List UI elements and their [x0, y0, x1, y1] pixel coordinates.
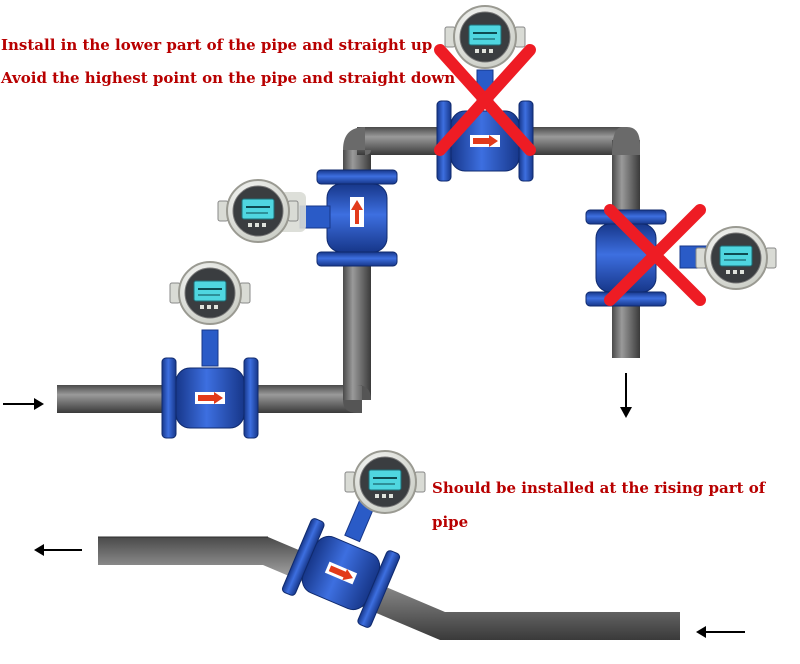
meter-horizontal-low: [161, 261, 259, 439]
inflow-arrow-icon: [3, 398, 44, 410]
lower-inflow-arrow-icon: [696, 626, 745, 638]
meter-vertical-down: [585, 209, 777, 307]
note-install-lower-straight-up: Install in the lower part of the pipe an…: [1, 36, 433, 54]
note-rising-part-line2: pipe: [432, 513, 469, 531]
meter-rising-section: [280, 450, 426, 630]
wrong-cross-mark-right: [604, 204, 706, 306]
lower-pipe: [98, 536, 680, 640]
wrong-cross-mark-top: [434, 44, 536, 156]
note-rising-part-line1: Should be installed at the rising part o…: [432, 479, 766, 497]
lower-outflow-arrow-icon: [34, 544, 82, 556]
outflow-down-arrow-icon: [620, 373, 632, 418]
meter-vertical-up: [217, 169, 398, 267]
note-avoid-highest-point: Avoid the highest point on the pipe and …: [1, 69, 456, 87]
